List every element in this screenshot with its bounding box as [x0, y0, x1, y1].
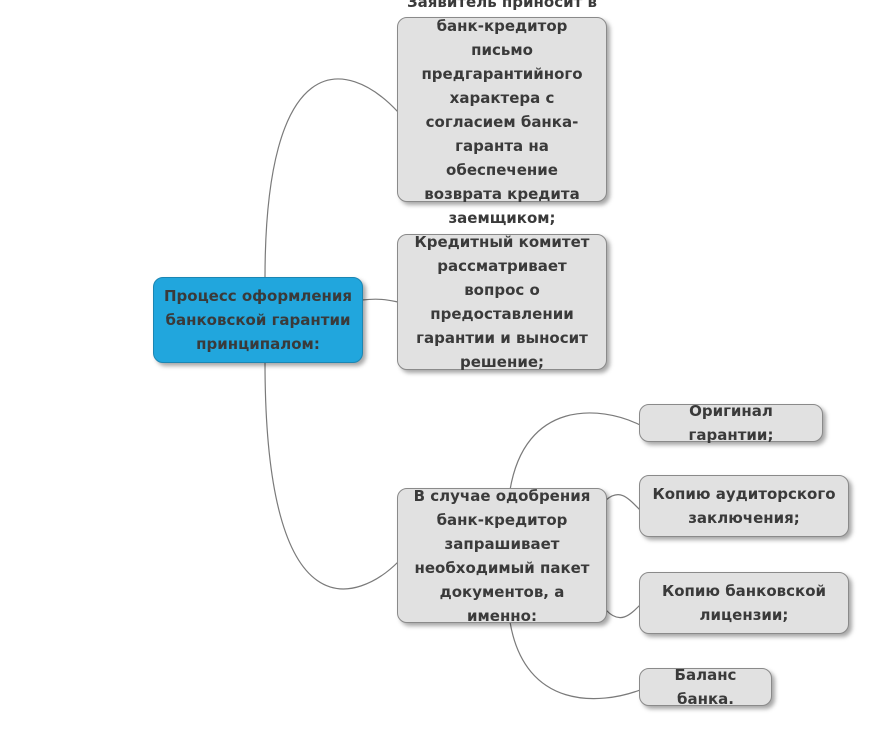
root-node: Процесс оформления банковской гарантии п… — [153, 277, 363, 363]
connector-step-3-to-doc-4 — [509, 621, 641, 700]
document-node-label: Копию аудиторского заключения; — [652, 485, 836, 527]
step-node-label: Кредитный комитет рассматривает вопрос о… — [414, 233, 590, 371]
connector-step-3-to-doc-2 — [605, 494, 641, 511]
connector-step-3-to-doc-3 — [605, 604, 641, 619]
step-node-credit-committee: Кредитный комитет рассматривает вопрос о… — [397, 233, 607, 371]
connector-root-to-step-3 — [264, 361, 399, 590]
document-node-bank-license: Копию банковской лицензии; — [639, 572, 849, 634]
document-node-label: Баланс банка. — [674, 666, 737, 708]
document-node-guarantee-original: Оригинал гарантии; — [639, 402, 823, 444]
step-node-label: В случае одобрения банк-кредитор запраши… — [413, 486, 591, 625]
document-node-label: Копию банковской лицензии; — [661, 582, 827, 624]
step-node-submit-letter: Заявитель приносит в банк-кредитор письм… — [397, 0, 607, 227]
connector-root-to-step-1 — [264, 78, 399, 279]
document-node-audit-report: Копию аудиторского заключения; — [639, 475, 849, 537]
document-node-label: Оригинал гарантии; — [688, 402, 774, 444]
step-node-label: Заявитель приносит в банк-кредитор письм… — [406, 0, 598, 227]
document-node-bank-balance: Баланс банка. — [639, 666, 772, 708]
connector-step-3-to-doc-1 — [509, 412, 641, 491]
connector-root-to-step-2 — [361, 298, 399, 303]
step-node-request-documents: В случае одобрения банк-кредитор запраши… — [397, 487, 607, 625]
root-node-label: Процесс оформления банковской гарантии п… — [163, 287, 353, 353]
